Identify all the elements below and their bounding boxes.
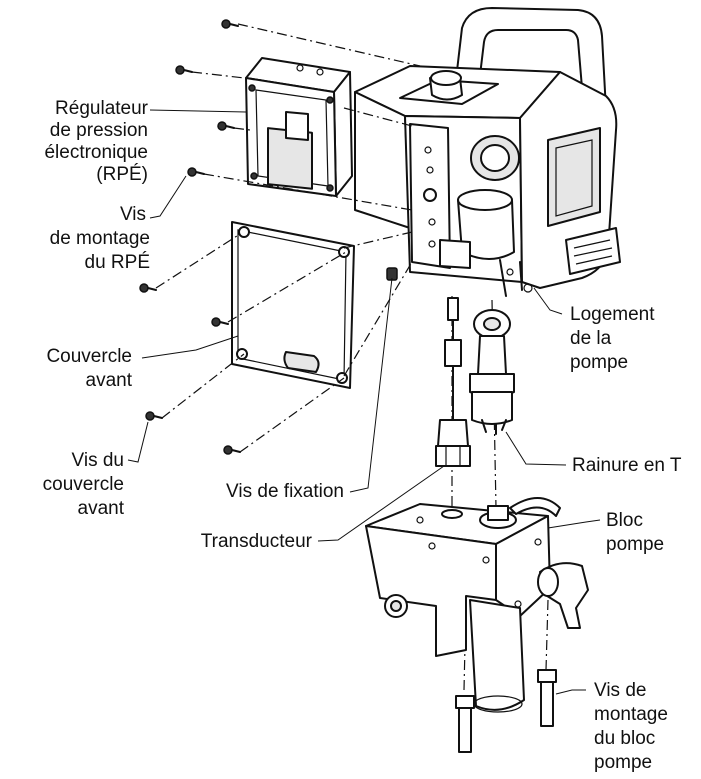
- svg-text:avant: avant: [86, 370, 133, 391]
- svg-text:du RPÉ: du RPÉ: [85, 252, 150, 273]
- svg-text:Bloc: Bloc: [606, 510, 643, 531]
- pump-housing: [354, 7, 621, 297]
- svg-text:électronique: électronique: [44, 142, 148, 163]
- svg-text:Vis de fixation: Vis de fixation: [226, 481, 344, 502]
- svg-text:Logement: Logement: [570, 304, 655, 325]
- label-pump-housing: Logement de la pompe: [570, 304, 655, 373]
- epr-module: [245, 57, 353, 197]
- svg-text:Rainure en T: Rainure en T: [572, 455, 682, 476]
- front-cover: [231, 221, 355, 389]
- svg-text:pompe: pompe: [606, 534, 664, 555]
- svg-text:Vis: Vis: [120, 204, 146, 225]
- svg-text:Transducteur: Transducteur: [201, 531, 313, 552]
- svg-text:couvercle: couvercle: [43, 474, 124, 495]
- leader-lines: [127, 109, 601, 695]
- svg-text:Régulateur: Régulateur: [55, 98, 149, 119]
- svg-text:(RPÉ): (RPÉ): [96, 164, 148, 185]
- block-mounting-screws: [455, 669, 557, 753]
- label-block-mounting-screws: Vis de montage du bloc pompe: [594, 680, 668, 773]
- label-t-slot: Rainure en T: [572, 455, 682, 476]
- epr-mounting-screws: [175, 19, 239, 177]
- svg-text:Vis du: Vis du: [72, 450, 124, 471]
- pump-block: [365, 497, 589, 713]
- label-epr: Régulateur de pression électronique (RPÉ…: [44, 98, 148, 185]
- cover-screws: [139, 283, 241, 455]
- label-epr-mounting-screws: Vis de montage du RPÉ: [50, 204, 150, 273]
- t-slot-piston: [469, 309, 515, 435]
- svg-text:du bloc: du bloc: [594, 728, 655, 749]
- label-front-cover: Couvercle avant: [46, 346, 132, 391]
- svg-text:Vis de: Vis de: [594, 680, 646, 701]
- label-cover-screws: Vis du couvercle avant: [43, 450, 125, 519]
- label-transducer: Transducteur: [201, 531, 313, 552]
- svg-text:pompe: pompe: [570, 352, 628, 373]
- svg-text:de montage: de montage: [50, 228, 150, 249]
- svg-text:avant: avant: [78, 498, 125, 519]
- svg-text:montage: montage: [594, 704, 668, 725]
- label-pump-block: Bloc pompe: [606, 510, 664, 555]
- svg-text:pompe: pompe: [594, 752, 652, 773]
- label-set-screw: Vis de fixation: [226, 481, 344, 502]
- svg-text:de la: de la: [570, 328, 612, 349]
- transducer: [435, 297, 471, 467]
- svg-text:Couvercle: Couvercle: [46, 346, 132, 367]
- svg-text:de pression: de pression: [50, 120, 148, 141]
